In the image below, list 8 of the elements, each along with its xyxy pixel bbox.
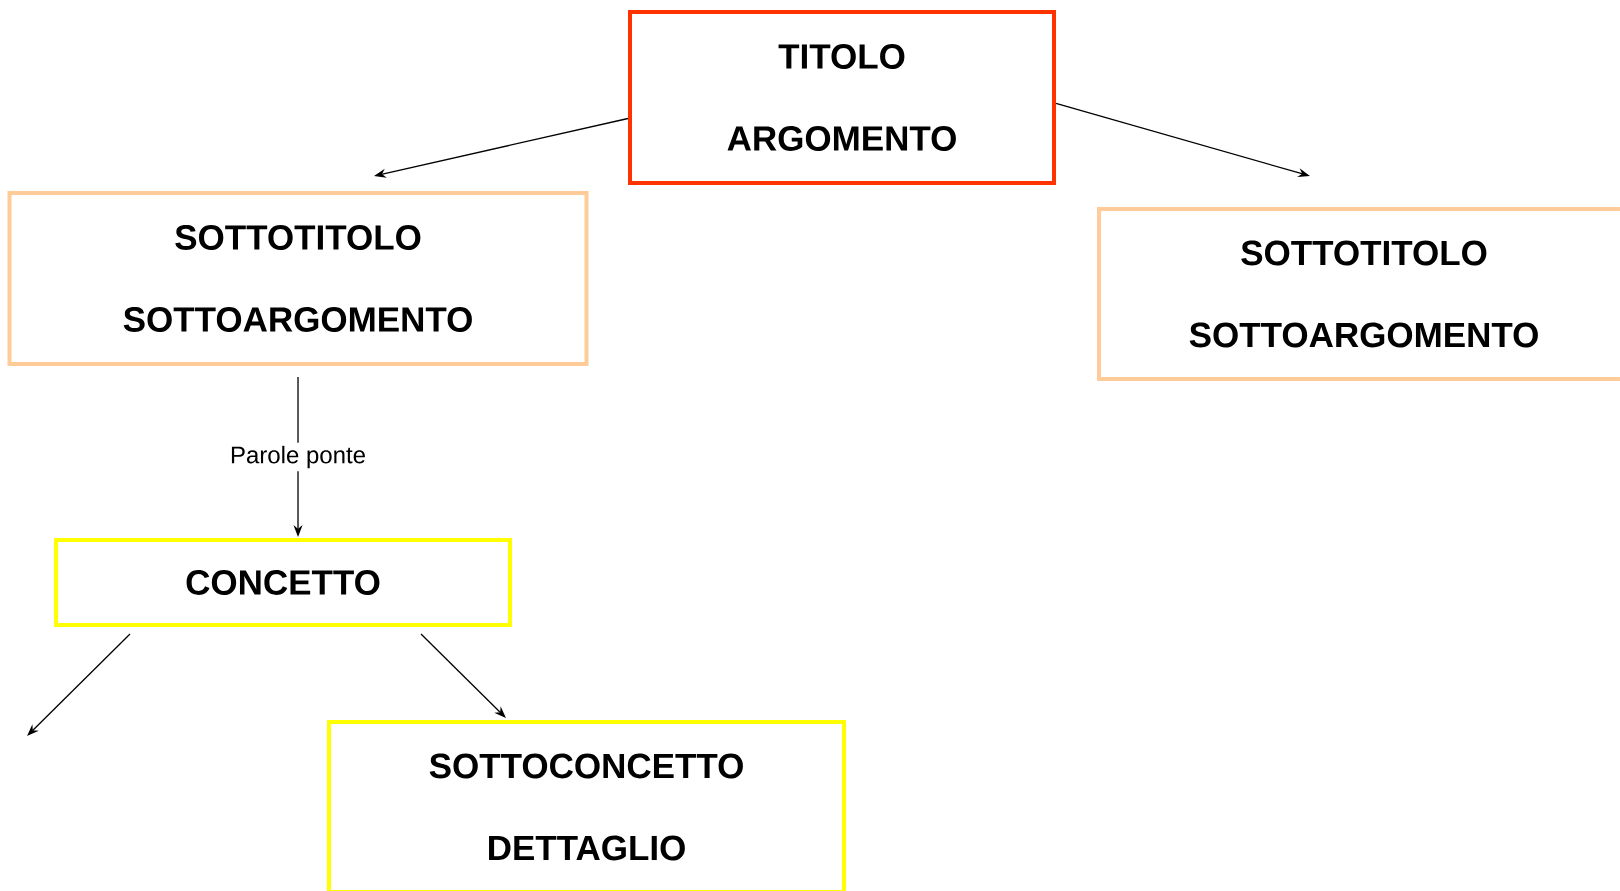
concept-box: SOTTOTITOLO SOTTOARGOMENTO — [1097, 207, 1620, 381]
concept-box: CONCETTO — [54, 538, 512, 627]
concept-box: SOTTOCONCETTO DETTAGLIO — [327, 720, 846, 891]
edge-label: Parole ponte — [226, 442, 370, 472]
concept-box: SOTTOTITOLO SOTTOARGOMENTO — [7, 191, 589, 366]
concept-box: TITOLO ARGOMENTO — [628, 10, 1056, 185]
arrow — [420, 633, 506, 718]
arrow — [27, 633, 131, 736]
